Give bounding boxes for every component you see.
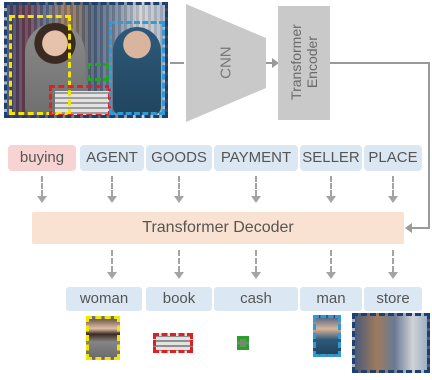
- role-seller: SELLER: [300, 145, 362, 171]
- arrow-cnn-encoder: [266, 62, 272, 64]
- arrowhead: [174, 272, 184, 279]
- books-figure: [55, 91, 109, 115]
- entity-cash: cash: [214, 287, 298, 311]
- entity-woman: woman: [66, 287, 142, 311]
- arrow-payment-decoder: [255, 176, 257, 196]
- arrow-decoder-book: [178, 250, 180, 272]
- cnn-block: [186, 4, 266, 122]
- arrow-place-decoder: [392, 176, 394, 196]
- arrowhead: [326, 272, 336, 279]
- crop-book: [153, 333, 193, 353]
- role-place: PLACE: [364, 145, 422, 171]
- crop-man: [313, 315, 341, 357]
- arrow-agent-decoder: [111, 176, 113, 196]
- arrowhead: [388, 272, 398, 279]
- crop-cash: [237, 336, 249, 350]
- arrow-decoder-cash: [255, 250, 257, 272]
- arrow-decoder-man: [330, 250, 332, 272]
- arrowhead: [107, 272, 117, 279]
- arrowhead: [251, 196, 261, 203]
- arrowhead: [174, 196, 184, 203]
- arrowhead: [37, 196, 47, 203]
- arrow-goods-decoder: [178, 176, 180, 196]
- arrow-to-decoder: [412, 227, 430, 229]
- arrowhead: [107, 196, 117, 203]
- role-payment: PAYMENT: [214, 145, 298, 171]
- man-figure: [113, 27, 161, 115]
- role-agent: AGENT: [80, 145, 144, 171]
- cnn-label: CNN: [217, 46, 235, 79]
- transformer-encoder-block: [278, 6, 330, 120]
- input-image: [4, 2, 168, 118]
- arrow-seller-decoder: [330, 176, 332, 196]
- crop-woman: [86, 316, 120, 360]
- crop-store: [352, 313, 430, 373]
- role-goods: GOODS: [146, 145, 212, 171]
- arrow-decoder-woman: [111, 250, 113, 272]
- transformer-encoder-label: Transformer Encoder: [287, 24, 320, 100]
- bbox-woman: [9, 15, 71, 115]
- arrowhead-to-decoder: [405, 223, 412, 233]
- arrow-encoder-down: [428, 62, 430, 228]
- arrowhead: [388, 196, 398, 203]
- entity-man: man: [300, 287, 362, 311]
- transformer-decoder-block: Transformer Decoder: [32, 212, 404, 244]
- arrow-encoder-right: [330, 62, 430, 64]
- bbox-cash: [87, 63, 109, 81]
- arrowhead: [326, 196, 336, 203]
- arrowhead: [251, 272, 261, 279]
- arrow-image-cnn: [170, 62, 184, 64]
- verb-token: buying: [8, 145, 76, 171]
- entity-book: book: [146, 287, 212, 311]
- bbox-man: [109, 21, 165, 115]
- arrow-verb-decoder: [41, 176, 43, 196]
- entity-store: store: [364, 287, 422, 311]
- arrow-decoder-store: [392, 250, 394, 272]
- arrowhead-cnn-encoder: [272, 58, 279, 68]
- bbox-book: [49, 85, 111, 115]
